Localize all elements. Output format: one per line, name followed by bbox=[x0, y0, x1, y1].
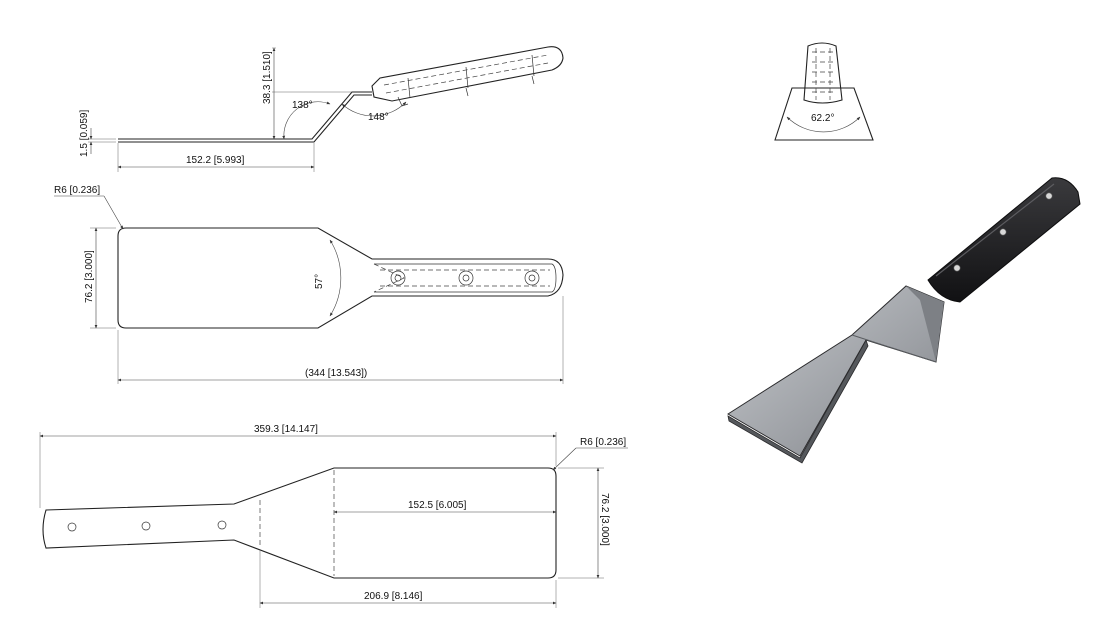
side-view: 38.3 [1.510] 1.5 [0.059] 152.2 [5.993] 1… bbox=[79, 46, 564, 172]
spatula-3d-render bbox=[727, 177, 1081, 464]
side-view-handle bbox=[371, 46, 564, 102]
flat-radius-dim: R6 [0.236] bbox=[580, 437, 626, 448]
side-thickness-dim: 1.5 [0.059] bbox=[79, 110, 90, 157]
flat-view-outline bbox=[42, 467, 557, 579]
top-view-rivets bbox=[390, 270, 540, 286]
side-view-blade bbox=[118, 91, 372, 143]
top-taper-angle-arc bbox=[329, 239, 342, 317]
end-view-angle: 62.2° bbox=[811, 113, 834, 124]
flat-head-length-dim: 206.9 [8.146] bbox=[364, 591, 423, 602]
top-view-handle-inner bbox=[374, 263, 557, 293]
render-blade-bend-line bbox=[851, 334, 937, 363]
flat-view-bend-lines bbox=[259, 470, 335, 576]
top-view-outline bbox=[117, 227, 564, 329]
top-width-dim: 76.2 [3.000] bbox=[84, 250, 95, 303]
flat-width-dim: 76.2 [3.000] bbox=[599, 493, 610, 546]
render-blade bbox=[727, 285, 945, 457]
render-handle-rivets bbox=[953, 192, 1053, 272]
end-view-angle-arc bbox=[786, 116, 861, 133]
end-view-handle bbox=[803, 42, 843, 104]
flat-view: 359.3 [14.147] R6 [0.236] 152.5 [6.005] … bbox=[39, 424, 628, 608]
flat-total-length-dim: 359.3 [14.147] bbox=[254, 424, 318, 435]
side-blade-length-dim: 152.2 [5.993] bbox=[186, 155, 245, 166]
top-view: R6 [0.236] 76.2 [3.000] 57° (344 [13.543… bbox=[54, 185, 564, 384]
side-angle-inner-arc bbox=[282, 101, 331, 140]
top-view-handle-hidden bbox=[373, 263, 550, 293]
render-blade-edge bbox=[727, 339, 869, 464]
end-view-blade bbox=[774, 87, 874, 141]
top-radius-dim: R6 [0.236] bbox=[54, 185, 100, 196]
render-handle-highlight bbox=[935, 183, 1055, 277]
side-height-dim: 38.3 [1.510] bbox=[262, 51, 273, 104]
side-angle-inner: 138° bbox=[292, 100, 313, 111]
top-taper-angle: 57° bbox=[314, 274, 325, 289]
flat-blade-length-dim: 152.5 [6.005] bbox=[408, 500, 467, 511]
top-overall-length-dim: (344 [13.543]) bbox=[305, 368, 367, 379]
end-view-handle-hidden bbox=[812, 48, 836, 100]
flat-view-holes bbox=[67, 520, 227, 532]
render-blade-shade bbox=[906, 286, 944, 362]
render-handle bbox=[927, 177, 1081, 303]
side-angle-outer: 148° bbox=[368, 112, 389, 123]
end-view: 62.2° bbox=[774, 42, 874, 141]
side-angle-outer-arc bbox=[341, 101, 407, 117]
